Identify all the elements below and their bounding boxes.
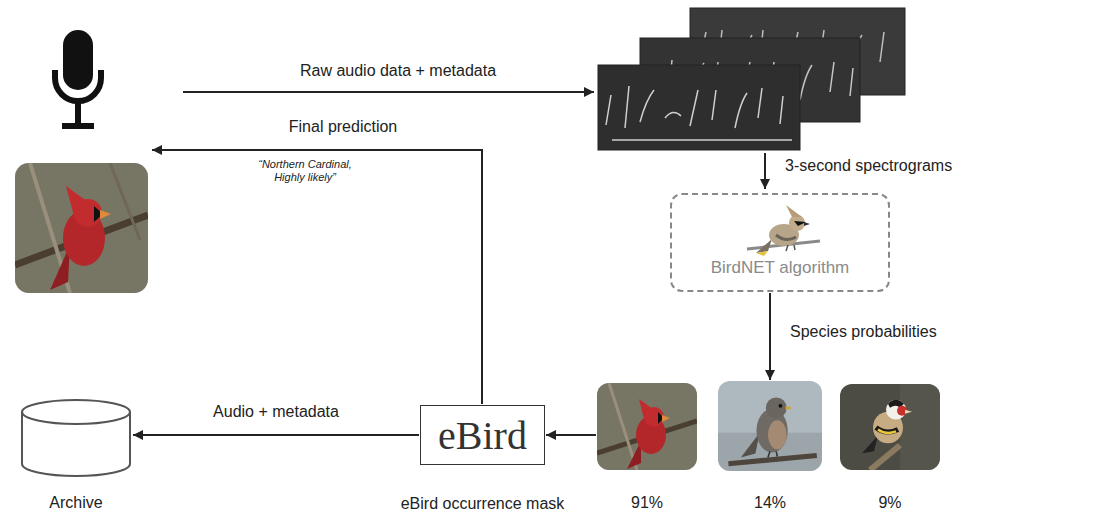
bird-illustration (718, 381, 822, 471)
node-caption: Archive (49, 494, 102, 512)
node-caption: 9% (878, 494, 901, 512)
text-holder: eBird occurrence mask (331, 495, 634, 513)
bird-illustration (840, 384, 940, 470)
species-photo: 14% (718, 381, 822, 471)
text-holder: 9% (750, 494, 1030, 512)
bird-illustration (597, 383, 697, 470)
edge-label: Species probabilities (790, 323, 937, 341)
text-holder: eBird (421, 406, 544, 464)
flow-label: Raw audio data + metadata (300, 62, 496, 80)
prediction-text: “Northern Cardinal, Highly likely” (247, 158, 363, 184)
text-holder: Archive (0, 494, 222, 512)
spectrogram-stack (598, 8, 905, 150)
microphone-icon (55, 30, 101, 126)
text-holder: 3-second spectrograms (785, 157, 952, 175)
text-holder: “Northern Cardinal, Highly likely” (247, 158, 363, 185)
bird-illustration (742, 201, 822, 259)
flow-arrow (133, 434, 419, 436)
text-holder: Audio + metadata (166, 403, 386, 421)
flow-arrow (769, 293, 771, 380)
species-photo: 9% (840, 384, 940, 470)
text-holder: 14% (628, 494, 912, 512)
flow-arrow (546, 434, 596, 436)
node-caption: 14% (754, 494, 786, 512)
text-holder: Final prediction (243, 118, 443, 136)
node-title: BirdNET algorithm (711, 258, 850, 278)
flow-label: Final prediction (289, 118, 398, 136)
flow-arrow (183, 91, 594, 93)
flow-arrow (152, 150, 482, 404)
flow-label: 3-second spectrograms (785, 157, 952, 175)
algorithm-box: BirdNET algorithm (670, 193, 890, 292)
cardinal-photo (15, 163, 148, 293)
text-holder: BirdNET algorithm (672, 258, 888, 278)
node-title: eBird (438, 412, 527, 459)
mask-box: eBirdeBird occurrence mask (420, 405, 545, 465)
species-photo: 91% (597, 383, 697, 470)
text-holder: Raw audio data + metadata (238, 62, 558, 80)
node-caption: eBird occurrence mask (401, 495, 565, 513)
bird-illustration (20, 398, 132, 478)
node-caption: 91% (631, 494, 663, 512)
edge-label: Audio + metadata (213, 403, 339, 421)
archive-cylinder: Archive (20, 398, 132, 478)
flow-arrow (764, 153, 766, 189)
text-holder: Species probabilities (790, 323, 937, 341)
